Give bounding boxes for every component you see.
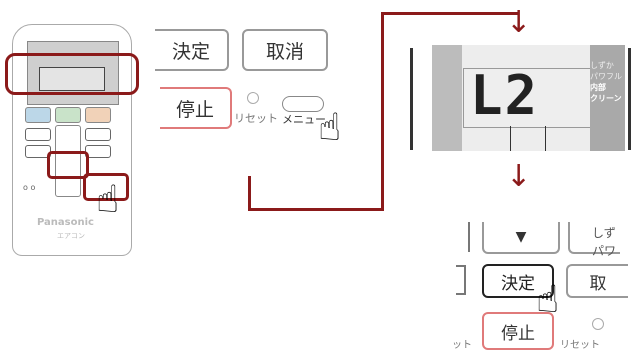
side-label: パワ [592,244,617,258]
display-frame-right [628,48,631,150]
display-tick [545,126,546,151]
remote-control: o o Panasonic エアコン [5,24,139,256]
fragment-label: ット [452,340,472,351]
cancel-button[interactable]: 取消 [242,29,328,71]
remote-ok-highlight[interactable] [47,151,89,179]
display-lcd [463,68,595,128]
remote-lcd-segment [39,67,105,91]
mode-label: 内部 [590,83,606,92]
menu-button[interactable] [282,96,324,112]
ok-button[interactable]: 決定 [482,264,554,298]
mode-label: クリーン [590,94,622,103]
menu-label: メニュー [282,113,326,126]
display-mode-band [590,45,625,151]
display-code: L2 [470,64,540,127]
pointing-hand-icon: ☝ [536,277,560,321]
display-frame-left [410,48,413,150]
reset-button[interactable] [592,318,604,330]
stop-button[interactable]: 停止 [482,312,554,350]
display-mode-list: しずか パワフル 内部 クリーン [590,60,622,104]
remote-green-button[interactable] [55,107,81,123]
triangle-down-icon: ▼ [515,229,527,245]
arrow-down-icon: ↓ [506,5,532,40]
side-label: しず [592,226,616,240]
cancel-button[interactable]: 取 [566,264,628,298]
remote-blue-button[interactable] [25,107,51,123]
down-button[interactable]: ▼ [482,222,560,254]
flow-line [381,12,519,15]
brand-logo: Panasonic [37,217,94,228]
remote-lcd-highlight [5,53,139,95]
panel-edge [460,222,470,252]
remote-orange-button[interactable] [85,107,111,123]
remote-button[interactable] [85,128,111,141]
stop-button[interactable]: 停止 [160,87,232,129]
ok-button[interactable]: 決定 [155,29,229,71]
reset-button[interactable] [247,92,259,104]
flow-line [248,208,383,211]
mode-button[interactable] [568,222,620,254]
reset-label: リセット [560,340,600,351]
mode-label: しずか [590,61,614,70]
reset-label: リセット [234,112,278,125]
display-tick [510,126,511,151]
remote-small-dots: o o [23,183,36,192]
remote-center-panel [55,125,81,197]
mode-label: パワフル [590,72,622,81]
remote-button[interactable] [25,128,51,141]
arrow-down-icon: ↓ [506,159,532,194]
pointing-hand-icon: ☝ [318,105,342,149]
remote-menu-highlight[interactable] [83,173,129,201]
flow-line [381,12,384,211]
mode-button-labels: しず パワ [592,224,616,260]
flow-line [248,176,251,210]
pointing-hand-icon: ☝ [96,177,120,221]
display-left-band [432,45,462,151]
panel-edge [456,265,466,295]
brand-sub-label: エアコン [57,232,85,240]
